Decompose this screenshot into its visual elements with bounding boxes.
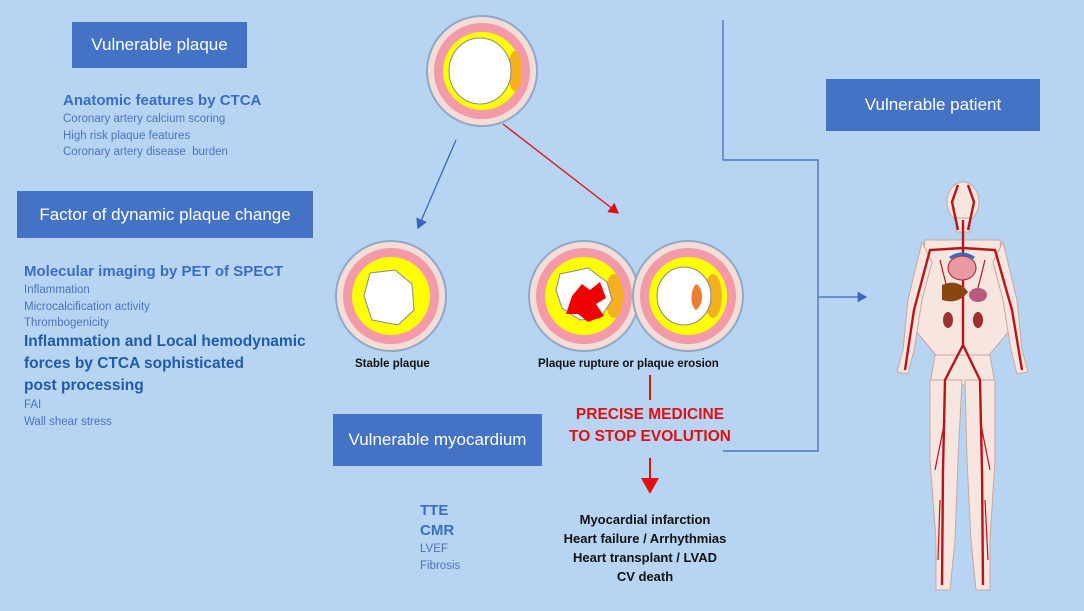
- outcome-item: Heart transplant / LVAD: [573, 550, 717, 565]
- arrow-to-stable: [416, 139, 457, 230]
- outcome-item: CV death: [616, 569, 674, 584]
- arrow-to-rupture: [502, 123, 620, 214]
- hemodynamic-line: Inflammation and Local hemodynamic: [24, 333, 306, 350]
- molecular-item: Inflammation: [24, 284, 90, 296]
- test-cmr: CMR: [420, 522, 455, 539]
- outcome-item: Heart failure / Arrhythmias: [563, 531, 727, 546]
- vulnerable-plaque-label: Vulnerable plaque: [91, 35, 228, 54]
- vulnerable-myocardium-box: Vulnerable myocardium: [333, 414, 542, 466]
- connector-lines: [722, 20, 868, 452]
- hemodynamic-line: forces by CTCA sophisticated: [24, 355, 244, 372]
- molecular-heading: Molecular imaging by PET of SPECT: [24, 263, 284, 280]
- anatomic-section: Anatomic features by CTCA Coronary arter…: [63, 91, 261, 161]
- molecular-section: Molecular imaging by PET of SPECT Inflam…: [24, 262, 283, 332]
- hemodynamic-item: Wall shear stress: [24, 415, 112, 428]
- anatomic-item: High risk plaque features: [63, 129, 191, 142]
- molecular-item: Thrombogenicity: [24, 317, 110, 329]
- vulnerable-patient-box: Vulnerable patient: [826, 79, 1040, 131]
- precise-line: PRECISE MEDICINE: [575, 406, 725, 423]
- vessel-ruptured-plaque: [528, 240, 640, 352]
- precise-medicine-text: PRECISE MEDICINE TO STOP EVOLUTION: [552, 404, 748, 448]
- myocardium-tests: TTE CMR LVEF Fibrosis: [420, 501, 460, 574]
- vessel-stable-plaque: [335, 240, 447, 352]
- human-body-illustration: [896, 181, 1029, 591]
- rupture-caption: Plaque rupture or plaque erosion: [538, 358, 719, 370]
- test-lvef: LVEF: [420, 543, 448, 555]
- anatomic-item: Coronary artery disease burden: [63, 146, 228, 158]
- vessel-eroded-plaque: [632, 240, 744, 352]
- hemodynamic-section: Inflammation and Local hemodynamic force…: [24, 331, 306, 430]
- precise-line: TO STOP EVOLUTION: [569, 428, 731, 445]
- dynamic-change-label: Factor of dynamic plaque change: [39, 204, 291, 224]
- hemodynamic-item: FAI: [24, 399, 42, 411]
- test-fibrosis: Fibrosis: [420, 559, 461, 572]
- outcomes-list: Myocardial infarction Heart failure / Ar…: [530, 510, 760, 586]
- test-tte: TTE: [420, 502, 449, 519]
- outcome-item: Myocardial infarction: [579, 512, 711, 527]
- dynamic-change-box: Factor of dynamic plaque change: [17, 191, 313, 238]
- vulnerable-plaque-box: Vulnerable plaque: [72, 22, 247, 68]
- vulnerable-myocardium-label: Vulnerable myocardium: [348, 430, 527, 449]
- molecular-item: Microcalcification activity: [24, 300, 150, 313]
- anatomic-item: Coronary artery calcium scoring: [63, 113, 226, 125]
- vulnerable-patient-label: Vulnerable patient: [864, 95, 1002, 114]
- hemodynamic-line: post processing: [24, 377, 144, 394]
- anatomic-heading: Anatomic features by CTCA: [63, 92, 262, 109]
- vessel-cross-section-top: [426, 15, 538, 127]
- stable-plaque-caption: Stable plaque: [355, 358, 430, 370]
